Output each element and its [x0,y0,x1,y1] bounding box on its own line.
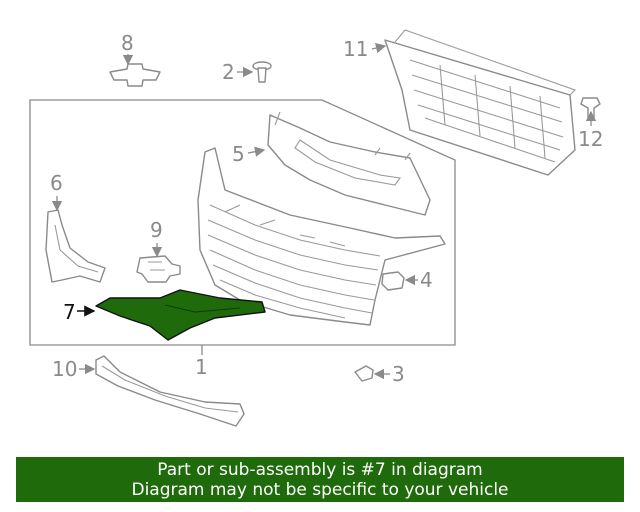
callout-12: 12 [578,127,603,151]
part-6-side-molding[interactable] [45,209,106,283]
banner-line-disclaimer: Diagram may not be specific to your vehi… [131,480,509,500]
info-banner: Part or sub-assembly is #7 in diagram Di… [16,457,624,502]
assembly-boundary [29,99,456,346]
callout-10: 10 [52,357,77,381]
banner-line-part: Part or sub-assembly is #7 in diagram [157,460,483,480]
callout-6: 6 [50,171,63,195]
part-7-lower-molding[interactable] [95,289,266,341]
part-5-upper-frame[interactable] [267,111,431,216]
callout-11: 11 [343,37,368,61]
part-1-grille[interactable] [197,147,446,326]
part-8-emblem[interactable] [109,63,161,87]
callout-8: 8 [121,31,134,55]
part-10-lower-trim[interactable] [95,355,245,427]
leader-5 [247,146,266,157]
callout-4: 4 [420,268,433,292]
part-9-bracket[interactable] [136,255,181,283]
callout-2: 2 [222,60,235,84]
part-2-screw[interactable] [252,61,272,83]
parts-diagram: 11 12 8 2 5 1 6 [29,29,603,427]
leader-11 [371,42,387,54]
part-4-clip[interactable] [381,271,405,291]
callout-3: 3 [392,362,405,386]
callout-7: 7 [63,300,76,324]
part-11-air-shutter[interactable] [384,29,577,176]
callout-9: 9 [150,218,163,242]
callout-1: 1 [195,355,208,379]
part-3-clip[interactable] [354,365,374,382]
callout-5: 5 [232,142,245,166]
